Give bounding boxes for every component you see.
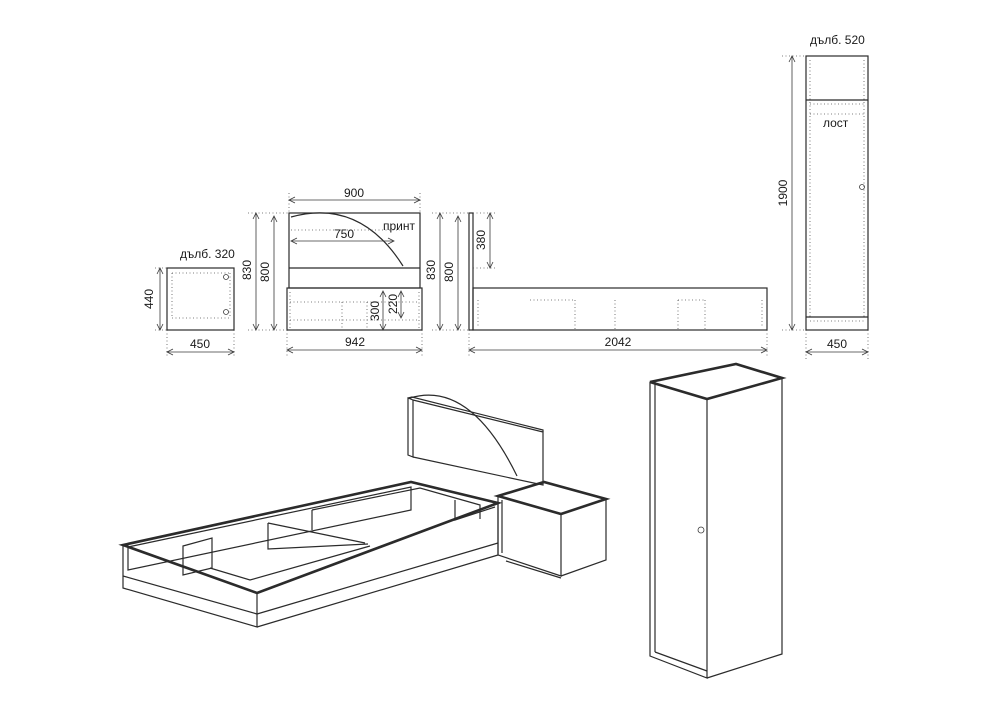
wardrobe-top-3d <box>649 362 787 401</box>
bed-frame-3d <box>118 480 503 595</box>
nightstand-top-3d <box>493 480 611 516</box>
headboard-print-arc <box>290 212 404 267</box>
side-headboard-top-dim: 380 <box>474 230 488 250</box>
print-width-dim: 750 <box>334 227 354 241</box>
wardrobe-body <box>805 55 869 331</box>
side-headboard <box>468 212 474 331</box>
nightstand-width-dim: 450 <box>190 337 210 351</box>
nightstand-front-view: дълб. 320 440 450 <box>142 247 235 356</box>
headboard-width-dim: 900 <box>344 186 364 200</box>
side-total-height-dim: 830 <box>424 260 438 280</box>
wardrobe-knob <box>859 184 865 190</box>
frame-height-dim: 300 <box>368 301 382 321</box>
wardrobe-width-dim: 450 <box>827 337 847 351</box>
bed-side-view: 380 830 800 2042 <box>424 212 768 356</box>
bed-length-dim: 2042 <box>605 335 632 349</box>
nightstand-body <box>166 267 235 331</box>
bed-frame-front <box>286 287 423 331</box>
nightstand-knob-top <box>223 274 229 280</box>
headboard-height-dim: 800 <box>258 262 272 282</box>
bed-perspective <box>118 394 544 628</box>
print-label: принт <box>383 219 416 233</box>
nightstand-perspective <box>493 480 611 579</box>
bed-front-view: принт 900 750 300 220 830 800 <box>240 186 423 356</box>
inner-height-dim: 220 <box>386 294 400 314</box>
rod-label: лост <box>823 116 849 130</box>
bed-headboard-3d <box>407 397 414 458</box>
wardrobe-perspective <box>649 362 787 679</box>
bed-total-height-dim: 830 <box>240 260 254 280</box>
nightstand-height-dim: 440 <box>142 289 156 309</box>
wardrobe-depth-label: дълб. 520 <box>810 33 865 47</box>
side-frame <box>472 287 768 331</box>
bed-width-dim: 942 <box>345 335 365 349</box>
wardrobe-height-dim: 1900 <box>776 179 790 206</box>
wardrobe-front-view: дълб. 520 лост 1900 450 <box>776 33 869 360</box>
side-headboard-height-dim: 800 <box>442 262 456 282</box>
nightstand-depth-label: дълб. 320 <box>180 247 235 261</box>
wardrobe-knob-3d <box>697 526 705 534</box>
nightstand-knob-bottom <box>223 309 229 315</box>
headboard-print-arc-3d <box>409 394 518 477</box>
